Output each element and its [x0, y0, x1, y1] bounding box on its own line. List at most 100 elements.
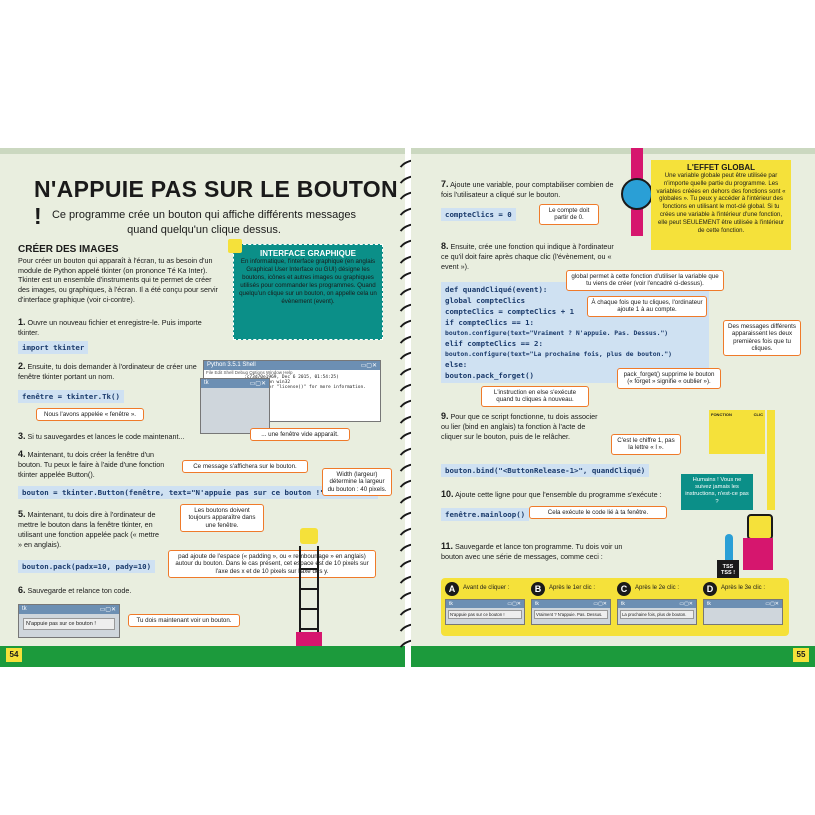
step-8-number: 8.	[441, 241, 449, 251]
left-page: N'APPUIE PAS SUR LE BOUTON ! Ce programm…	[0, 148, 405, 667]
dont-press-button[interactable]: N'appuie pas sur ce bouton !	[23, 618, 115, 630]
step-11-text: Sauvegarde et lance ton programme. Tu do…	[441, 542, 623, 562]
panel-window: tk ▭▢✕ La prochaine fois, plus de bouton.	[617, 599, 697, 625]
window-controls-icon[interactable]: ▭▢✕	[360, 363, 377, 369]
shell-menu[interactable]: File Edit Shell Debug Options Window Hel…	[206, 370, 293, 375]
robot-head	[747, 514, 773, 540]
step-6-text: Sauvegarde et relance ton code.	[27, 586, 132, 595]
step-9-number: 9.	[441, 411, 449, 421]
import-code: import tkinter	[18, 341, 89, 354]
yellow-pole	[767, 410, 775, 510]
panel-button[interactable]: Vraiment ? N'appuie. Pas. Dessus.	[534, 610, 608, 619]
step-4-number: 4.	[18, 449, 26, 459]
window-controls-icon[interactable]: ▭▢✕	[679, 601, 693, 607]
tk-code: fenêtre = tkinter.Tk()	[18, 390, 124, 403]
panel-letter: B	[531, 582, 545, 596]
top-strip	[0, 148, 405, 154]
step-9-text: Pour que ce script fonctionne, tu dois a…	[441, 412, 598, 441]
mainloop-note: Cela exécute le code lié à ta fenêtre.	[529, 506, 667, 520]
pack-forget-note: pack_forget() supprime le bouton (« forg…	[617, 368, 721, 389]
panel-window: tk ▭▢✕ N'appuie pas sur ce bouton !	[445, 599, 525, 625]
step-6: 6. Sauvegarde et relance ton code.	[18, 584, 218, 596]
step-2: 2. Ensuite, tu dois demander à l'ordinat…	[18, 360, 208, 382]
step-9: 9. Pour que ce script fonctionne, tu doi…	[441, 410, 601, 442]
tk-titlebar: tk ▭▢✕	[446, 600, 524, 608]
tk-title: tk	[535, 601, 539, 607]
function-click-illustration: FONCTION CLIC	[709, 410, 765, 454]
window-controls-icon[interactable]: ▭▢✕	[765, 601, 779, 607]
page-title: N'APPUIE PAS SUR LE BOUTON !	[34, 176, 398, 229]
code-line: elif compteClics == 2:	[445, 338, 705, 349]
panel-label: Après le 3e clic :	[721, 585, 766, 592]
tk-titlebar: tk ▭▢✕	[19, 605, 119, 614]
step-5-text: Maintenant, tu dois dire à l'ordinateur …	[18, 510, 160, 549]
interface-box: INTERFACE GRAPHIQUE En informatique, l'i…	[228, 239, 383, 340]
globe-icon	[621, 178, 653, 210]
fonction-label: FONCTION	[711, 412, 732, 417]
interface-title: INTERFACE GRAPHIQUE	[259, 249, 356, 258]
step-11: 11. Sauvegarde et lance ton programme. T…	[441, 540, 631, 562]
step-8: 8. Ensuite, crée une fonction qui indiqu…	[441, 240, 621, 272]
messages-note: Des messages différents apparaissent les…	[723, 320, 801, 356]
window-controls-icon[interactable]: ▭▢✕	[249, 381, 266, 387]
step-5-number: 5.	[18, 509, 26, 519]
tk-title: tk	[449, 601, 453, 607]
tk-titlebar: tk ▭▢✕	[618, 600, 696, 608]
button-window-note: Les boutons doivent toujours apparaître …	[180, 504, 264, 533]
step-4-text: Maintenant, tu dois créer la fenêtre d'u…	[18, 450, 165, 479]
step-6-number: 6.	[18, 585, 26, 595]
code-line: global compteClics	[445, 295, 705, 306]
panel-label: Après le 1er clic :	[549, 585, 596, 592]
robot-head	[300, 528, 318, 544]
window-controls-icon[interactable]: ▭▢✕	[507, 601, 521, 607]
page-number: 54	[6, 648, 22, 662]
footer-bar	[0, 646, 405, 667]
panel-c: C Après le 2e clic : tk▭▢✕ La prochaine …	[617, 582, 697, 625]
tk-title: tk	[621, 601, 625, 607]
panel-button[interactable]: N'appuie pas sur ce bouton !	[448, 610, 522, 619]
panel-label: Après le 2e clic :	[635, 585, 680, 592]
step-1-number: 1.	[18, 317, 26, 327]
subtitle-line-2: quand quelqu'un clique dessus.	[127, 223, 281, 236]
right-page: 7. Ajoute une variable, pour comptabilis…	[411, 148, 815, 667]
panel-d: D Après le 3e clic : tk ▭▢✕	[703, 582, 783, 625]
panel-button[interactable]: La prochaine fois, plus de bouton.	[620, 610, 694, 619]
count-note: À chaque fois que tu cliques, l'ordinate…	[587, 296, 707, 317]
button-tk-window: tk ▭▢✕ N'appuie pas sur ce bouton !	[18, 604, 120, 638]
step-2-text: Ensuite, tu dois demander à l'ordinateur…	[18, 362, 197, 382]
subtitle: Ce programme crée un bouton qui affiche …	[44, 208, 364, 238]
code-line: bouton.pack_forget()	[445, 370, 705, 381]
step-7: 7. Ajoute une variable, pour comptabilis…	[441, 178, 619, 200]
width-note: Width (largeur) détermine la largeur du …	[322, 468, 392, 497]
step-1-text: Ouvre un nouveau fichier et enregistre-l…	[18, 318, 202, 338]
panel-letter: D	[703, 582, 717, 596]
robot-arm	[725, 534, 733, 578]
tk-title: tk	[707, 601, 711, 607]
shell-title: Python 3.5.1 Shell	[207, 362, 256, 368]
else-note: L'instruction en else s'exécute quand tu…	[481, 386, 589, 407]
window-controls-icon[interactable]: ▭▢✕	[593, 601, 607, 607]
panel-letter: A	[445, 582, 459, 596]
button-code: bouton = tkinter.Button(fenêtre, text="N…	[18, 486, 378, 499]
global-text: Une variable globale peut être utilisée …	[656, 172, 786, 234]
pad-note: pad ajoute de l'espace (« padding », ou …	[168, 550, 376, 579]
ladder-robot-illustration	[296, 528, 322, 646]
global-note: global permet à cette fonction d'utilise…	[566, 270, 724, 291]
mainloop-code: fenêtre.mainloop()	[441, 508, 530, 521]
step-7-text: Ajoute une variable, pour comptabiliser …	[441, 180, 614, 200]
step-10-text: Ajoute cette ligne pour que l'ensemble d…	[455, 490, 662, 499]
page-number: 55	[793, 648, 809, 662]
window-controls-icon[interactable]: ▭▢✕	[99, 607, 116, 613]
clic-label: CLIC	[753, 412, 763, 417]
tk-title: tk	[22, 606, 27, 612]
step-3-number: 3.	[18, 431, 26, 441]
interface-text: En informatique, l'interface graphique (…	[239, 258, 377, 306]
panel-window: tk ▭▢✕ Vraiment ? N'appuie. Pas. Dessus.	[531, 599, 611, 625]
panel-label: Avant de cliquer :	[463, 585, 510, 592]
step-4: 4. Maintenant, tu dois créer la fenêtre …	[18, 448, 178, 480]
counter-code: compteClics = 0	[441, 208, 516, 221]
tk-titlebar: tk ▭▢✕	[704, 600, 782, 608]
tk-titlebar: tk ▭▢✕	[532, 600, 610, 608]
see-button-note: Tu dois maintenant voir un bouton.	[128, 614, 240, 628]
step-10: 10. Ajoute cette ligne pour que l'ensemb…	[441, 488, 671, 500]
